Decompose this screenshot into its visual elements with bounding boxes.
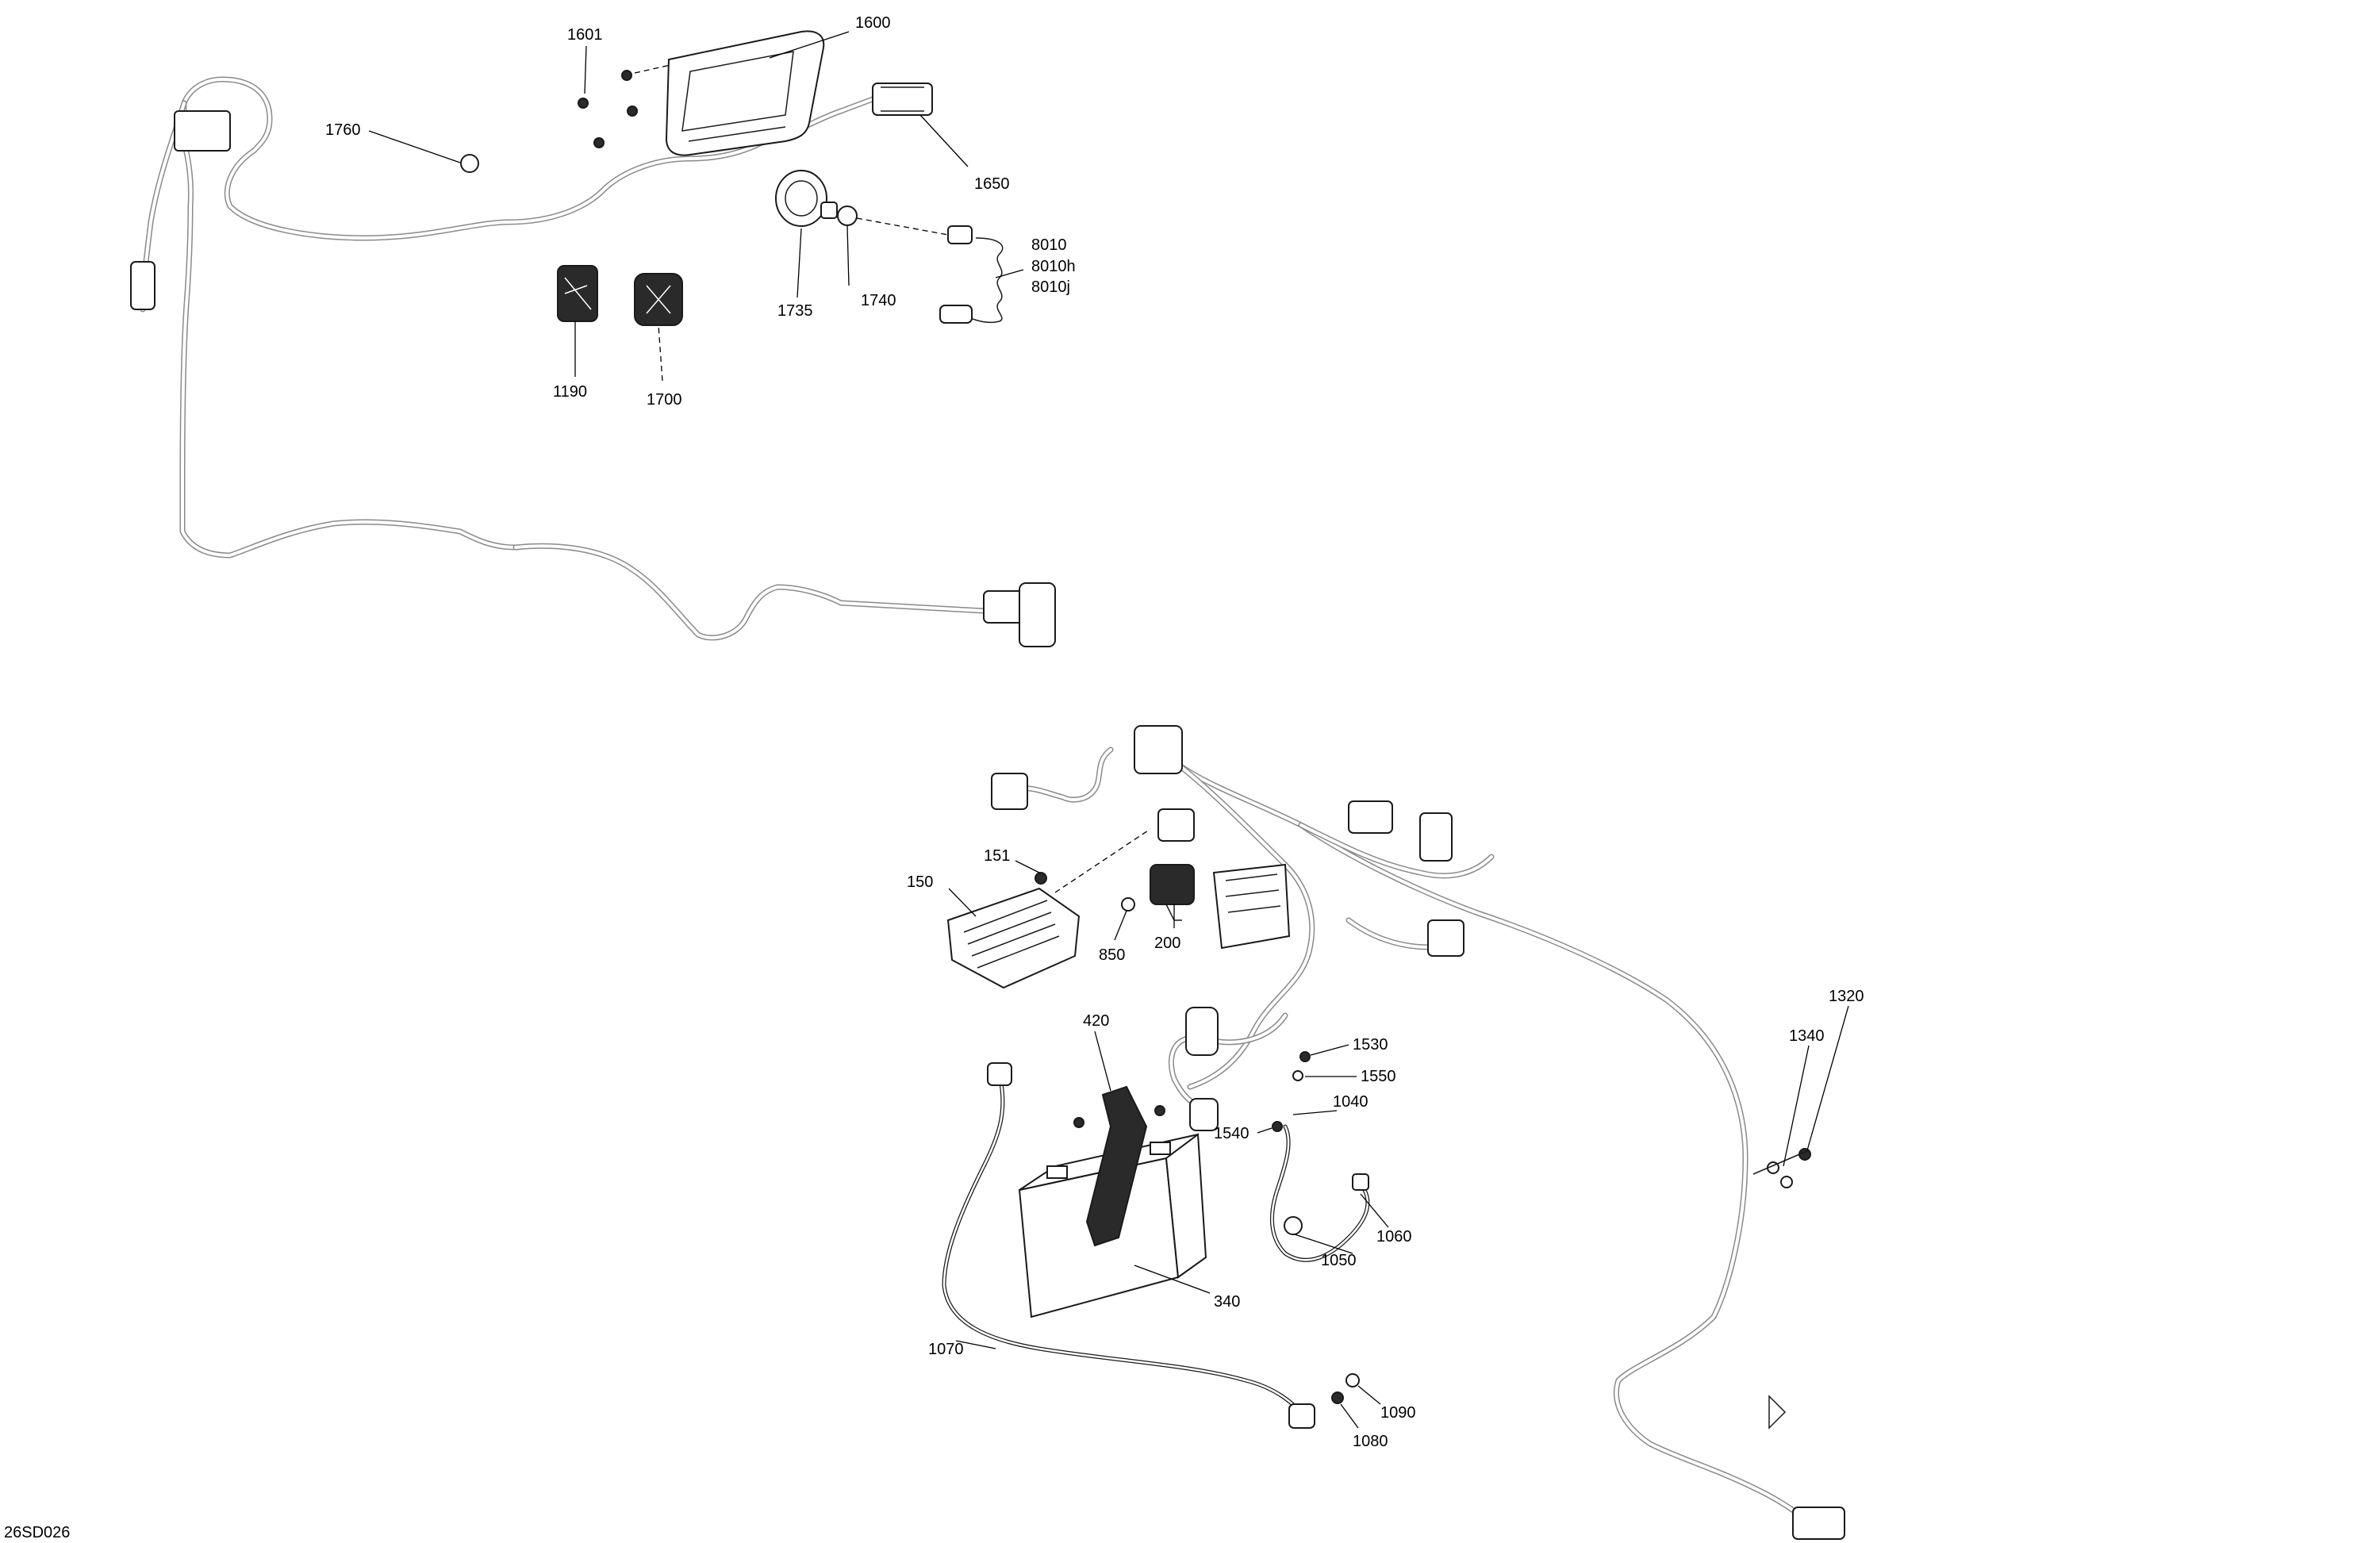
callout-1320: 1320 xyxy=(1829,988,1864,1005)
callout-150: 150 xyxy=(907,873,933,891)
cable-nut xyxy=(1331,1391,1344,1404)
callout-1090: 1090 xyxy=(1380,1404,1416,1422)
diagram-code: 26SD026 xyxy=(4,1524,70,1541)
regulator-screw xyxy=(1035,872,1047,885)
callout-420: 420 xyxy=(1083,1012,1109,1030)
callout-1190: 1190 xyxy=(553,383,587,401)
negative-battery-cable xyxy=(942,1062,1315,1429)
callout-1040: 1040 xyxy=(1333,1093,1368,1111)
callout-8010: 8010 xyxy=(1031,236,1067,254)
lower-wiring-harness xyxy=(991,725,1845,1540)
callout-1080: 1080 xyxy=(1353,1433,1388,1450)
callout-1600: 1600 xyxy=(855,14,891,32)
callout-1601: 1601 xyxy=(567,26,603,44)
callout-1550: 1550 xyxy=(1361,1068,1396,1085)
cluster-screws xyxy=(578,70,638,148)
callout-1700: 1700 xyxy=(647,391,682,409)
switch-nut xyxy=(837,205,858,226)
callout-1340: 1340 xyxy=(1789,1027,1825,1045)
ground-nut xyxy=(1272,1121,1283,1132)
callout-1740: 1740 xyxy=(861,292,896,309)
callout-8010j: 8010j xyxy=(1031,278,1070,296)
control-module xyxy=(557,265,598,322)
callout-1070: 1070 xyxy=(928,1341,964,1358)
upper-wiring-harness xyxy=(130,76,1056,647)
coiled-cord xyxy=(939,225,1004,324)
callout-8010h: 8010h xyxy=(1031,258,1076,275)
callout-1540: 1540 xyxy=(1214,1125,1250,1142)
harness-clamp xyxy=(1752,1148,1811,1188)
grommet xyxy=(460,154,479,173)
battery-strap xyxy=(1073,1085,1165,1247)
callout-1530: 1530 xyxy=(1353,1036,1388,1054)
callout-850: 850 xyxy=(1099,946,1125,964)
leader-lines xyxy=(368,31,1849,1429)
starter-solenoid xyxy=(1150,864,1195,921)
cable-bolt xyxy=(1345,1373,1360,1388)
callout-1650: 1650 xyxy=(974,175,1010,193)
callout-1735: 1735 xyxy=(777,302,813,320)
instrument-cluster xyxy=(665,30,825,156)
ignition-switch xyxy=(775,170,838,227)
callout-340: 340 xyxy=(1214,1293,1240,1311)
callout-1760: 1760 xyxy=(325,121,361,139)
cluster-connector xyxy=(872,83,933,116)
callout-151: 151 xyxy=(984,847,1010,865)
callout-200: 200 xyxy=(1154,935,1180,952)
voltage-regulator xyxy=(946,887,1081,989)
callout-1050: 1050 xyxy=(1321,1252,1357,1269)
callout-labels: 1600 1601 1760 1650 8010 8010h 8010j 173… xyxy=(4,14,1864,1541)
handlebar-switch xyxy=(634,273,683,326)
solenoid-nut xyxy=(1121,897,1135,912)
ground-washer xyxy=(1292,1070,1303,1081)
ground-screw xyxy=(1299,1051,1311,1062)
positive-battery-cable xyxy=(1269,1124,1370,1262)
callout-1060: 1060 xyxy=(1376,1228,1412,1246)
